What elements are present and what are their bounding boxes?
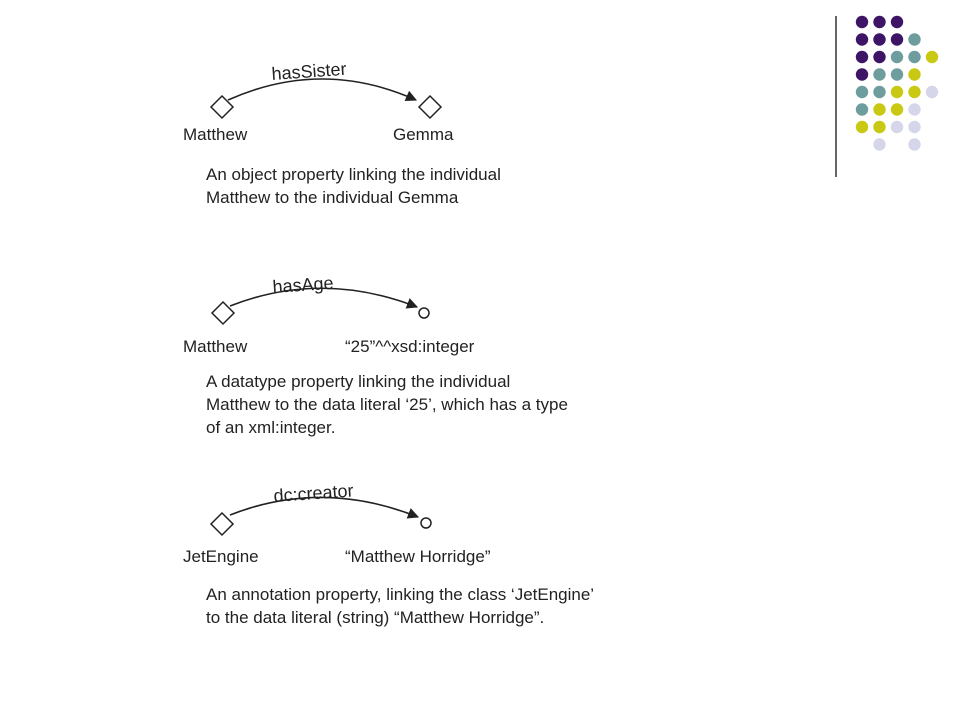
- property-label: hasAge: [272, 273, 334, 297]
- object-label: Gemma: [393, 125, 454, 144]
- literal-node-circle: [420, 517, 432, 529]
- property-arrow: [229, 496, 420, 519]
- property-arrow: [227, 78, 418, 102]
- literal-label: “Matthew Horridge”: [345, 547, 491, 566]
- subject-label: JetEngine: [183, 547, 259, 566]
- decorative-dot: [873, 33, 886, 46]
- decorative-dot: [873, 15, 886, 29]
- decorative-dot: [890, 15, 904, 29]
- decorative-dot: [855, 15, 869, 29]
- decorative-dot: [908, 33, 921, 46]
- decorative-dot: [908, 50, 921, 64]
- decorative-dot: [908, 103, 921, 116]
- decorative-dot: [855, 85, 869, 99]
- decorative-dot: [855, 103, 869, 116]
- caption-line: Matthew to the individual Gemma: [206, 188, 459, 207]
- individual-node-shape: [209, 94, 235, 120]
- caption-line: A datatype property linking the individu…: [206, 372, 511, 391]
- decorative-dot: [873, 50, 886, 64]
- property-arrow: [229, 287, 419, 309]
- decorative-dot: [873, 85, 886, 99]
- property-label: dc:creator: [273, 480, 354, 506]
- decorative-dot: [908, 138, 921, 151]
- object-property-caption: An object property linking the individua…: [206, 163, 686, 209]
- decorative-dot: [890, 85, 904, 99]
- decorative-dot: [873, 103, 886, 116]
- decorative-dot: [873, 120, 886, 134]
- decorative-dot-grid: [855, 15, 939, 151]
- decorative-dot: [908, 68, 921, 81]
- annotation-property-caption: An annotation property, linking the clas…: [206, 583, 686, 629]
- caption-line: An object property linking the individua…: [206, 165, 501, 184]
- individual-node-shape: [210, 300, 236, 326]
- class-node-shape: [209, 511, 235, 537]
- caption-line: of an xml:integer.: [206, 418, 336, 437]
- decorative-dot: [890, 120, 904, 134]
- decorative-dot: [855, 50, 869, 64]
- caption-line: to the data literal (string) “Matthew Ho…: [206, 608, 545, 627]
- caption-line: Matthew to the data literal ‘25’, which …: [206, 395, 568, 414]
- decorative-dot: [925, 85, 939, 99]
- decorative-dot: [855, 120, 869, 134]
- decorative-dot: [873, 68, 886, 81]
- decorative-dot: [855, 68, 869, 81]
- literal-node-circle: [418, 307, 430, 319]
- datatype-property-caption: A datatype property linking the individu…: [206, 370, 686, 439]
- decorative-dot: [873, 138, 886, 151]
- caption-line: An annotation property, linking the clas…: [206, 585, 595, 604]
- subject-label: Matthew: [183, 337, 248, 356]
- subject-label: Matthew: [183, 125, 248, 144]
- datatype-property-diagram: hasAge Matthew “25”^^xsd:integer: [183, 273, 475, 356]
- decorative-dot: [890, 68, 904, 81]
- individual-node-shape: [417, 94, 443, 120]
- decorative-dot: [908, 85, 921, 99]
- decorative-dot: [890, 50, 904, 64]
- decorative-dot: [890, 33, 904, 46]
- decorative-dot: [925, 50, 939, 64]
- decorative-dot: [908, 120, 921, 134]
- literal-label: “25”^^xsd:integer: [345, 337, 475, 356]
- object-property-diagram: hasSister Matthew Gemma: [183, 59, 454, 144]
- annotation-property-diagram: dc:creator JetEngine “Matthew Horridge”: [183, 480, 491, 566]
- decorative-dot: [890, 103, 904, 116]
- decorative-dot: [855, 33, 869, 46]
